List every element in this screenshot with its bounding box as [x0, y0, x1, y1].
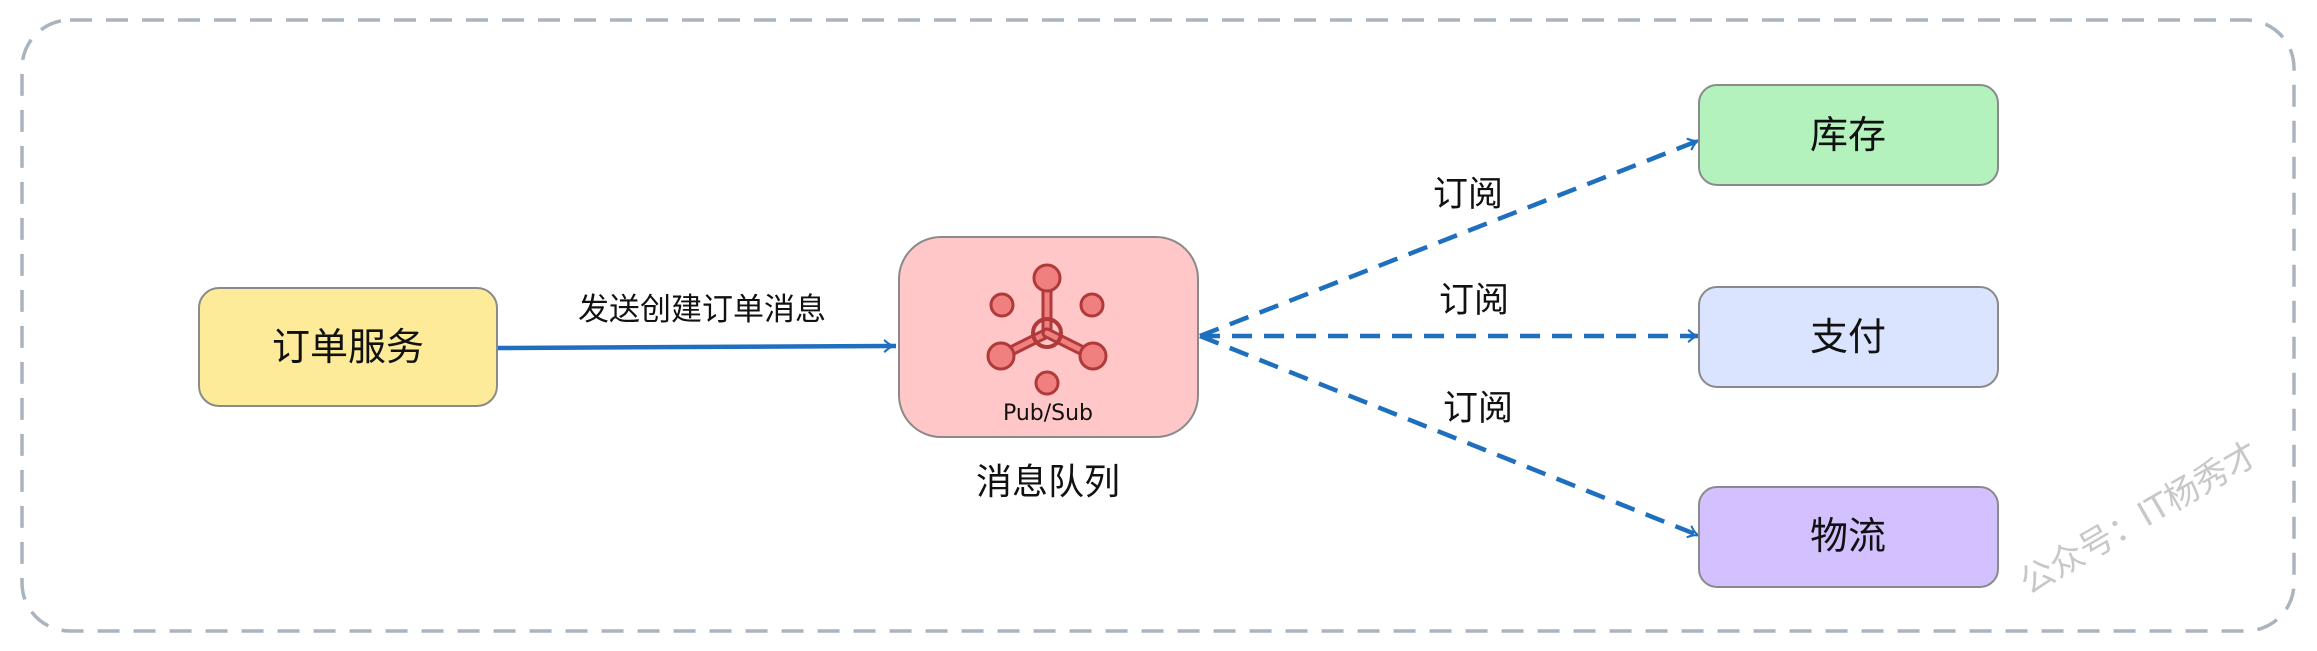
diagram-frame — [20, 18, 2296, 633]
node-inventory-label: 库存 — [1810, 113, 1886, 157]
node-payment: 支付 — [1698, 286, 1999, 388]
node-inventory-box — [1698, 84, 1999, 186]
edge-subscribe-payment-label: 订阅 — [1439, 281, 1509, 321]
edge-send-line — [497, 339, 897, 353]
node-inventory: 库存 — [1698, 84, 1999, 186]
pub-sub-icon — [986, 263, 1108, 396]
pub-sub-icon-label: Pub/Sub — [1003, 401, 1093, 426]
edge-subscribe-inventory-label: 订阅 — [1433, 175, 1503, 215]
node-logistics-box — [1698, 486, 1999, 588]
watermark: 公众号：IT杨秀才 — [2013, 434, 2266, 603]
edge-subscribe-inventory-line — [1199, 137, 1701, 339]
edges: 发送创建订单消息 订阅 订阅 订阅 — [497, 137, 1701, 539]
edge-subscribe-logistics-label: 订阅 — [1443, 389, 1513, 429]
node-payment-label: 支付 — [1810, 315, 1886, 359]
node-message-queue-label: 消息队列 — [976, 462, 1120, 503]
node-order-service: 订单服务 — [198, 287, 498, 407]
edge-subscribe-logistics-line — [1199, 333, 1701, 539]
node-payment-box — [1698, 286, 1999, 388]
edge-send-label: 发送创建订单消息 — [578, 292, 826, 328]
node-order-service-box — [198, 287, 498, 407]
node-message-queue: Pub/Sub 消息队列 — [898, 236, 1199, 503]
node-logistics: 物流 — [1698, 486, 1999, 588]
node-logistics-label: 物流 — [1810, 514, 1886, 558]
node-order-service-label: 订单服务 — [272, 325, 424, 369]
